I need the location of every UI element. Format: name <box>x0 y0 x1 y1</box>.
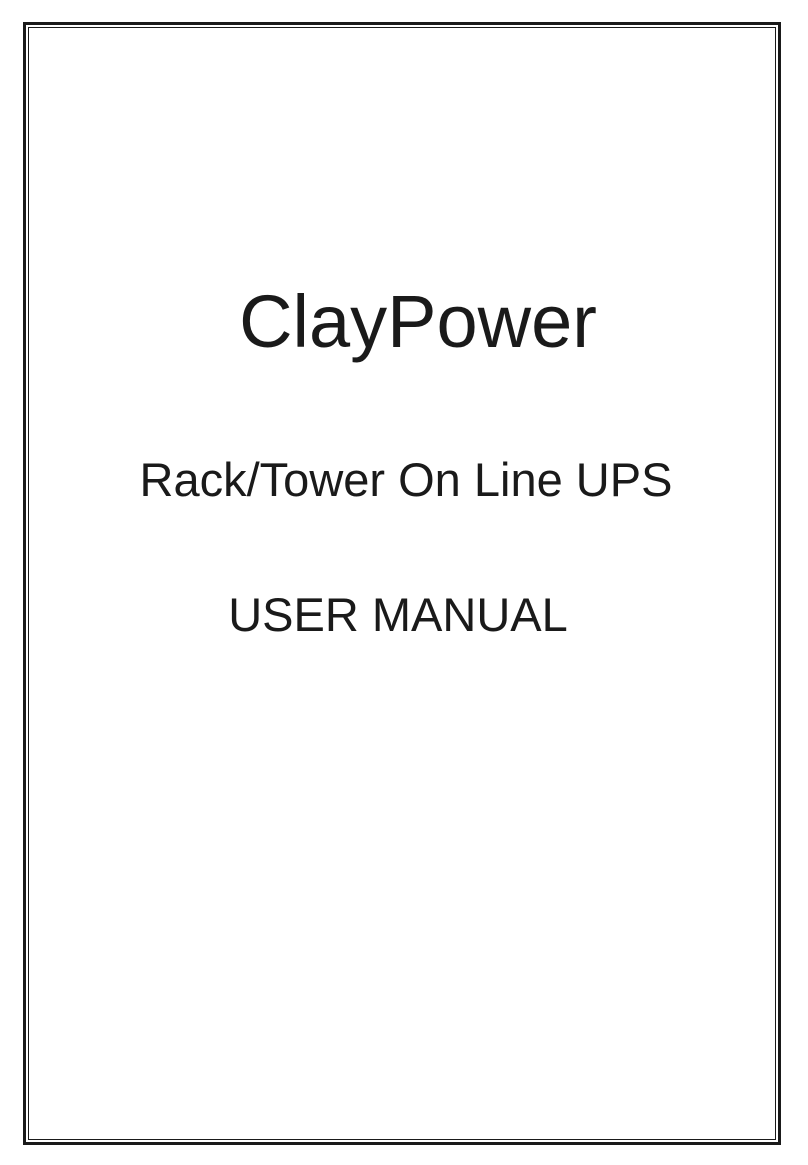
brand-title: ClayPower <box>0 285 808 359</box>
page-border <box>23 22 781 1145</box>
document-type-title: USER MANUAL <box>0 591 808 638</box>
product-title: Rack/Tower On Line UPS <box>0 456 808 503</box>
